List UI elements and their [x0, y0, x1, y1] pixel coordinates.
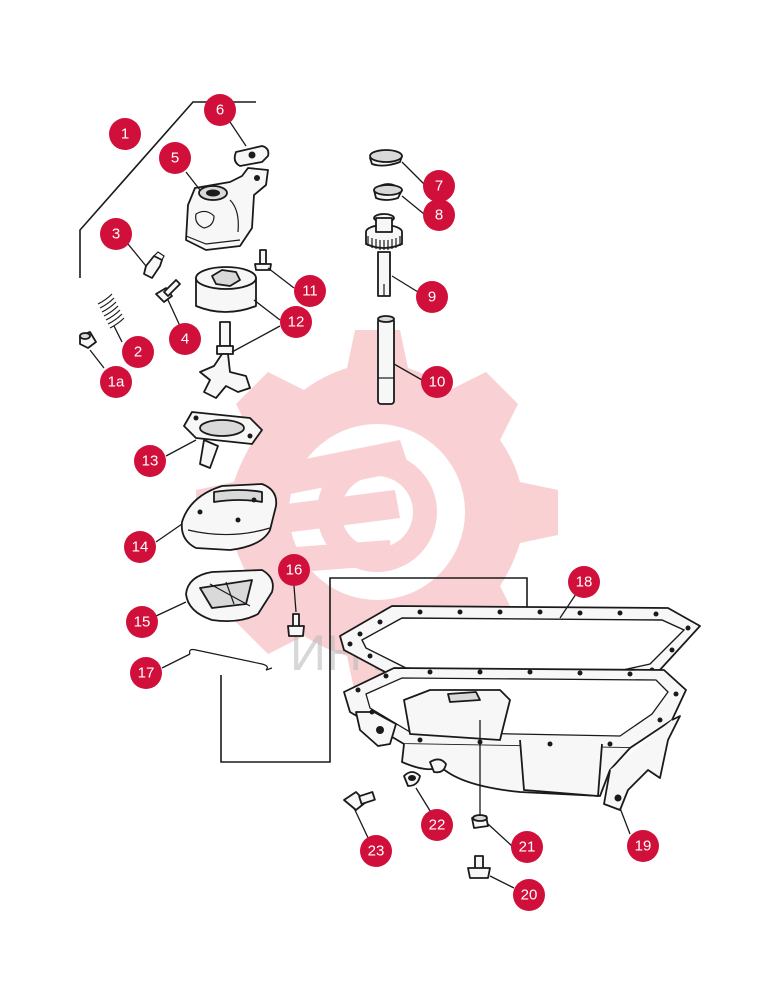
svg-text:5: 5: [171, 150, 179, 167]
svg-text:16: 16: [286, 562, 303, 579]
callout-2: 2: [122, 336, 154, 368]
callout-3: 3: [100, 218, 132, 250]
part-7-cap: [369, 149, 403, 167]
callout-13: 13: [134, 445, 166, 477]
part-19-oil-pan: [343, 667, 687, 811]
callout-23: 23: [360, 835, 392, 867]
svg-text:15: 15: [134, 614, 151, 631]
callout-21: 21: [511, 831, 543, 863]
svg-text:10: 10: [429, 374, 446, 391]
callout-6: 6: [204, 94, 236, 126]
part-14-strainer-cover: [180, 483, 278, 551]
part-6-gasket: [233, 145, 270, 167]
part-2-spring: [97, 293, 125, 329]
part-3-pin: [143, 251, 165, 279]
watermark-logo: [196, 330, 558, 694]
callouts: 1 1a 2 3 4 5 6 7 8 9 10 11 12 13 14 15 1…: [100, 94, 659, 911]
callout-14: 14: [124, 531, 156, 563]
part-9-drive-gear: [365, 213, 403, 297]
callout-22: 22: [421, 809, 453, 841]
svg-text:13: 13: [142, 453, 159, 470]
callout-5: 5: [159, 142, 191, 174]
callout-8: 8: [423, 199, 455, 231]
callout-10: 10: [421, 366, 453, 398]
part-1a-cap: [79, 331, 97, 349]
part-17-wire-clip: [189, 648, 273, 671]
callout-9: 9: [416, 281, 448, 313]
part-11-screw: [254, 249, 272, 271]
part-10-rod: [377, 315, 395, 405]
part-5-pump-body: [185, 167, 269, 251]
part-23-drain-plug: [343, 791, 376, 811]
bracket-18: [220, 577, 528, 763]
callout-15: 15: [126, 606, 158, 638]
part-22-washer: [403, 771, 421, 787]
callout-16: 16: [278, 554, 310, 586]
svg-text:21: 21: [519, 839, 536, 856]
part-21-nut: [471, 814, 489, 829]
svg-text:2: 2: [134, 344, 142, 361]
part-13-plate: [183, 411, 263, 469]
callout-20: 20: [513, 879, 545, 911]
callout-12: 12: [280, 306, 312, 338]
part-20-bolt: [467, 855, 491, 879]
callout-17: 17: [130, 657, 162, 689]
svg-text:3: 3: [112, 226, 120, 243]
callout-18: 18: [568, 566, 600, 598]
callout-4: 4: [169, 323, 201, 355]
callout-7: 7: [423, 170, 455, 202]
svg-text:1a: 1a: [108, 374, 125, 391]
svg-text:9: 9: [428, 289, 436, 306]
svg-text:8: 8: [435, 207, 443, 224]
leader-lines: [89, 121, 631, 889]
svg-text:6: 6: [216, 102, 224, 119]
pan-holes: [355, 669, 679, 747]
svg-text:4: 4: [181, 331, 189, 348]
svg-text:19: 19: [635, 838, 652, 855]
part-16-screw: [287, 613, 305, 637]
part-12-rotor: [195, 266, 257, 313]
callout-19: 19: [627, 830, 659, 862]
part-12-shaft: [199, 321, 251, 399]
svg-text:20: 20: [521, 887, 538, 904]
part-15-strainer-screen: [185, 569, 274, 623]
svg-text:12: 12: [288, 314, 305, 331]
svg-text:7: 7: [435, 178, 443, 195]
svg-text:11: 11: [302, 283, 318, 300]
svg-text:18: 18: [576, 574, 593, 591]
svg-text:1: 1: [121, 126, 129, 143]
callout-1: 1: [109, 118, 141, 150]
part-8-cap: [373, 183, 403, 201]
svg-text:14: 14: [132, 539, 149, 556]
svg-text:22: 22: [429, 817, 446, 834]
callout-1a: 1a: [100, 366, 132, 398]
part-4-bolt: [155, 279, 181, 303]
svg-text:17: 17: [138, 665, 155, 682]
callout-11: 11: [294, 275, 326, 307]
svg-text:23: 23: [368, 843, 385, 860]
